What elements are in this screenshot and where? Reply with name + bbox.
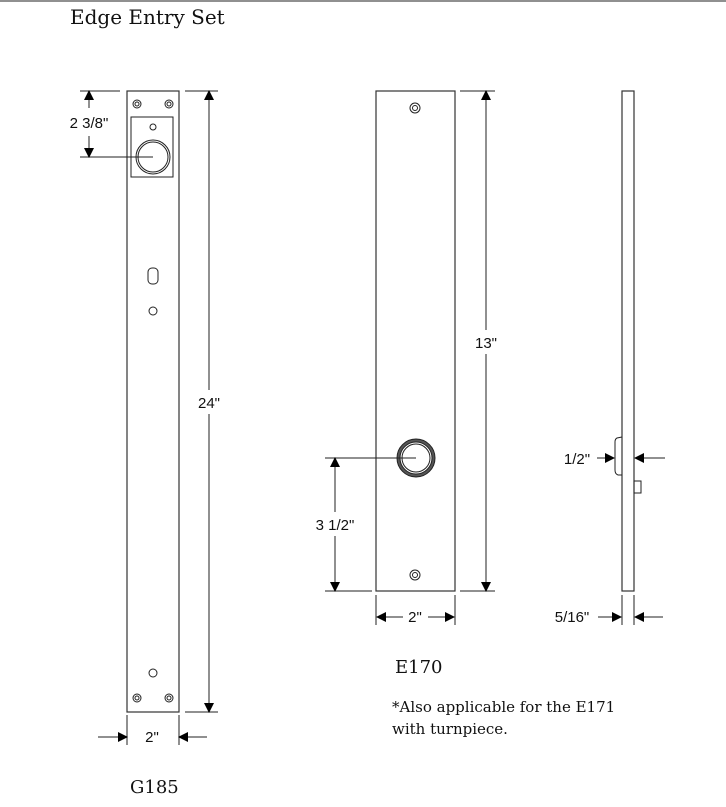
svg-text:2": 2" — [145, 729, 159, 746]
side-view-plate — [614, 90, 642, 592]
e170-dim-height: 13" — [460, 90, 497, 592]
svg-text:24": 24" — [198, 395, 220, 412]
e170-dim-width: 2" — [375, 595, 456, 626]
g185-plate — [126, 90, 180, 713]
g185-dim-height: 24" — [185, 90, 220, 713]
page-title: Edge Entry Set — [70, 5, 225, 29]
screw-hole-icon — [132, 99, 142, 109]
svg-text:13": 13" — [475, 335, 497, 352]
g185-dim-width: 2" — [98, 715, 207, 746]
svg-text:2": 2" — [408, 609, 422, 626]
note-line-2: with turnpiece. — [392, 720, 508, 738]
svg-text:3 1/2": 3 1/2" — [316, 517, 355, 534]
g185-dim-top: 2 3/8" — [70, 90, 153, 158]
note-line-1: *Also applicable for the E171 — [392, 698, 615, 716]
slot — [147, 267, 159, 285]
screw-hole-icon — [164, 99, 174, 109]
e170-label: E170 — [395, 657, 443, 678]
e170-dim-cyl: 3 1/2" — [316, 457, 416, 592]
screw-hole-icon — [164, 693, 174, 703]
svg-text:2 3/8": 2 3/8" — [70, 115, 109, 132]
screw-hole-icon — [409, 569, 421, 581]
side-dim-projection: 1/2" — [564, 451, 665, 468]
cylinder-housing — [130, 116, 174, 178]
side-dim-thickness: 5/16" — [555, 595, 663, 626]
svg-text:5/16": 5/16" — [555, 609, 590, 626]
screw-hole-icon — [132, 693, 142, 703]
screw-hole-icon — [409, 102, 421, 114]
g185-label: G185 — [130, 777, 179, 798]
svg-text:1/2": 1/2" — [564, 451, 590, 468]
e170-plate — [375, 90, 456, 592]
